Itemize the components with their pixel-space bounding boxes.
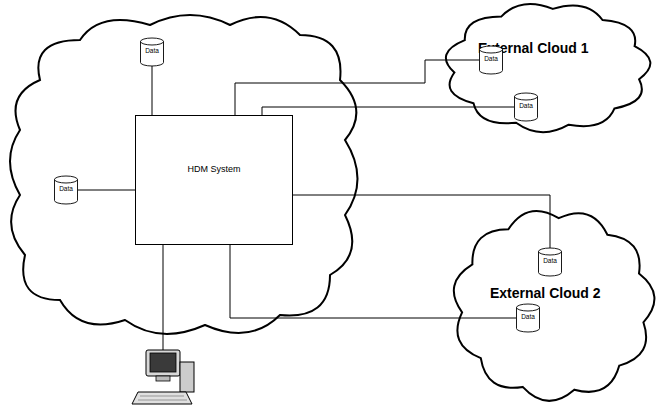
computer-icon <box>132 350 194 404</box>
data-label: Data <box>538 257 562 265</box>
data-cylinder: Data <box>516 304 540 332</box>
cloud-outline <box>440 0 655 135</box>
data-cylinder: Data <box>538 248 562 276</box>
data-cylinder: Data <box>514 93 538 121</box>
connector-line <box>235 60 479 115</box>
connector-line <box>78 190 135 191</box>
system-box: HDM System <box>135 115 293 245</box>
cloud-outline <box>448 205 659 405</box>
data-label: Data <box>514 102 538 110</box>
connector-line <box>230 245 516 318</box>
data-label: Data <box>54 185 78 193</box>
data-cylinder: Data <box>54 176 78 204</box>
cloud-shape: External Cloud 1DataData <box>440 0 655 135</box>
cloud-label: External Cloud 2 <box>490 285 600 301</box>
data-label: Data <box>479 55 503 63</box>
cloud-shape: External Cloud 2DataData <box>448 205 659 405</box>
data-label: Data <box>140 47 164 55</box>
data-cylinder: Data <box>140 38 164 66</box>
connector-line <box>262 107 514 115</box>
box-label: HDM System <box>136 164 292 174</box>
data-cylinder: Data <box>479 46 503 74</box>
connector-line <box>293 195 550 248</box>
data-label: Data <box>516 313 540 321</box>
connector-line <box>152 66 153 115</box>
main-cloud <box>10 15 358 334</box>
computer-wire <box>163 245 164 352</box>
